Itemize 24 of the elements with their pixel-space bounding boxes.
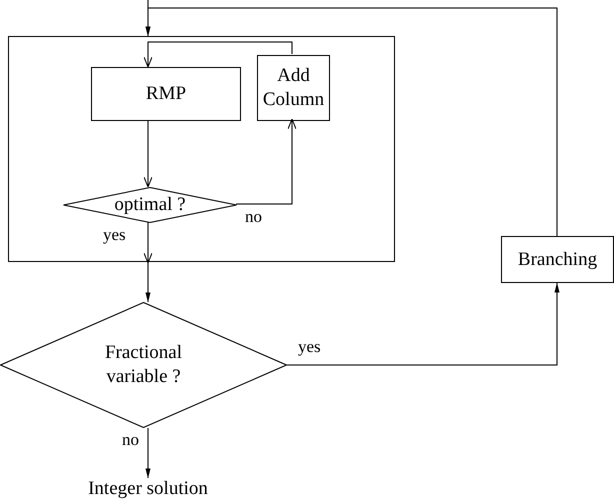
edge-label: yes: [103, 225, 126, 245]
arrow: [146, 8, 558, 236]
process-box: [501, 236, 614, 283]
edge-label: yes: [298, 337, 321, 357]
node-label: Fractional variable ?: [104, 341, 184, 389]
group-box: [8, 36, 395, 262]
node-label: RMP: [146, 82, 186, 106]
arrow: [236, 118, 296, 204]
arrow: [144, 42, 292, 68]
arrow: [144, 120, 152, 188]
edge-label: no: [245, 207, 262, 227]
decision-diamond: [63, 187, 237, 223]
arrow: [286, 282, 560, 366]
decision-diamond: [0, 302, 287, 428]
process-box: [91, 67, 241, 121]
node-label: Branching: [518, 248, 598, 272]
arrow: [144, 222, 152, 264]
process-box: [257, 55, 330, 121]
node-label: Add Column: [262, 64, 326, 112]
arrow: [146, 262, 150, 302]
node-label: optimal ?: [114, 193, 186, 217]
edge-label: no: [122, 430, 139, 450]
node-label: Integer solution: [88, 476, 208, 499]
arrow: [146, 428, 150, 478]
